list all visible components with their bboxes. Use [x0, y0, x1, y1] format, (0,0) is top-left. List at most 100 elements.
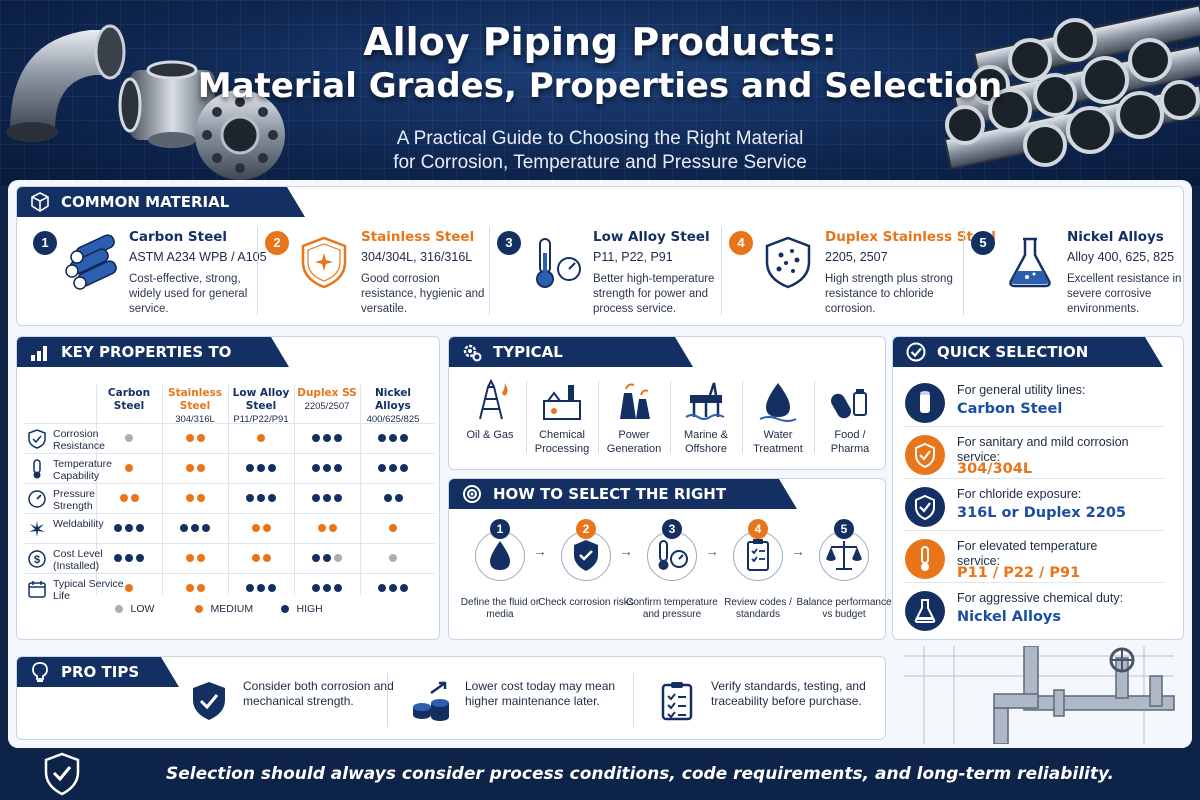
step-label: Define the fluid or media [460, 597, 540, 620]
checklist-icon [661, 682, 693, 721]
water-drop-icon [759, 383, 797, 422]
bar-chart-icon [31, 346, 47, 361]
rating-dot [323, 494, 331, 502]
rating-dot [257, 464, 265, 472]
rating-dot [334, 584, 342, 592]
step-number: 1 [490, 519, 510, 539]
rating-dot [312, 434, 320, 442]
property-label: Temperature Capability [53, 458, 112, 482]
divider [360, 385, 361, 595]
rating-dot [185, 464, 194, 472]
page-title-line2: Material Grades, Properties and Selectio… [197, 66, 1003, 106]
rating-dots [96, 434, 162, 442]
divider [162, 385, 163, 595]
application-item: Marine &Offshore [671, 379, 741, 456]
arrow-right-icon: → [533, 543, 547, 559]
rating-dot [334, 494, 342, 502]
grade-spec: P11, P22, P91 [593, 250, 673, 264]
legend-item: HIGH [279, 603, 323, 615]
rating-dot [114, 554, 122, 562]
power-plant-icon [620, 383, 650, 419]
rating-dot [125, 554, 133, 562]
divider [228, 385, 229, 595]
column-header: Carbon Steel [96, 387, 162, 413]
rating-dot [268, 464, 276, 472]
rating-dots [228, 494, 294, 502]
chemical-plant-icon [543, 385, 581, 420]
rating-dot [196, 554, 205, 562]
rating-dot [312, 554, 320, 562]
tip-text: Verify standards, testing, and traceabil… [711, 679, 866, 708]
drop-icon [490, 541, 510, 570]
quick-icon [905, 539, 945, 579]
grade-number: 4 [729, 231, 753, 255]
step-number: 2 [576, 519, 596, 539]
rating-dots [96, 524, 162, 532]
rating-dot [251, 524, 260, 532]
shield-spark-icon [301, 236, 347, 289]
grades-section: COMMON MATERIAL GRADES 1 Carbon Steel AS… [16, 186, 1184, 326]
step-number: 5 [834, 519, 854, 539]
divider [96, 385, 97, 595]
rating-dot [257, 434, 265, 442]
column-name: Low Alloy Steel [232, 387, 290, 412]
legend-label: HIGH [296, 603, 323, 615]
column-spec: 400/625/825 [366, 414, 420, 425]
quick-item: For sanitary and mild corrosion service:… [903, 431, 1165, 479]
quick-item: For aggressive chemical duty:Nickel Allo… [903, 587, 1165, 635]
dollar-icon: $ [28, 550, 46, 568]
rating-dot [328, 524, 337, 532]
page-title-line1: Alloy Piping Products: [363, 20, 837, 64]
gauge-icon [28, 490, 46, 508]
arrow-right-icon: → [705, 543, 719, 559]
quick-item: For chloride exposure:316L or Duplex 220… [903, 483, 1165, 531]
property-label: Typical Service Life [53, 578, 124, 602]
grade-low-alloy-steel: 3 Low Alloy Steel P11, P22, P91 Better h… [497, 227, 717, 317]
application-label: Water [763, 429, 793, 441]
legend-item: LOW [113, 603, 154, 615]
page-subtitle-line1: A Practical Guide to Choosing the Right … [396, 128, 804, 149]
quick-section: QUICK SELECTION GUIDE For general utilit… [892, 336, 1184, 640]
quick-condition: For general utility lines: [957, 383, 1086, 397]
rating-dot [389, 524, 397, 532]
rating-dot [185, 434, 194, 442]
divider [721, 227, 722, 315]
shield-check-icon [905, 435, 945, 475]
rating-dot [196, 494, 205, 502]
shield-check-icon [193, 682, 225, 720]
rating-dots [96, 464, 162, 472]
check-circle-icon [906, 342, 926, 362]
rating-dot [334, 554, 342, 562]
rating-dot [389, 464, 397, 472]
quick-icon [905, 591, 945, 631]
rating-dot [119, 494, 128, 502]
rating-dot [378, 584, 386, 592]
rating-dot [400, 434, 408, 442]
rating-dots [360, 464, 426, 472]
rating-dots [360, 434, 426, 442]
quick-condition: For sanitary and mild corrosion service: [957, 435, 1129, 464]
column-spec: P11/P22/P91 [233, 414, 289, 425]
rating-dot [185, 584, 194, 592]
thermometer-gauge-icon [658, 540, 688, 570]
tip-text: Consider both corrosion and mechanical s… [243, 679, 394, 708]
quick-recommendation: Carbon Steel [957, 401, 1063, 417]
arrow-right-icon: → [619, 543, 633, 559]
divider [25, 453, 435, 454]
column-name: Duplex SS [297, 387, 357, 399]
rating-dots [162, 464, 228, 472]
quick-recommendation: 304/304L [957, 461, 1033, 477]
grade-name: Stainless Steel [361, 229, 475, 245]
thermometer-icon [33, 459, 41, 479]
quick-icon [905, 435, 945, 475]
applications-title: TYPICAL APPLICATIONS [493, 343, 616, 391]
application-label: Treatment [753, 443, 803, 455]
rating-dot [323, 584, 331, 592]
divider [25, 573, 435, 574]
divider [25, 423, 435, 424]
step-label: Check corrosion risks [538, 597, 634, 608]
tips-section: PRO TIPS Consider both corrosion and mec… [16, 656, 886, 740]
